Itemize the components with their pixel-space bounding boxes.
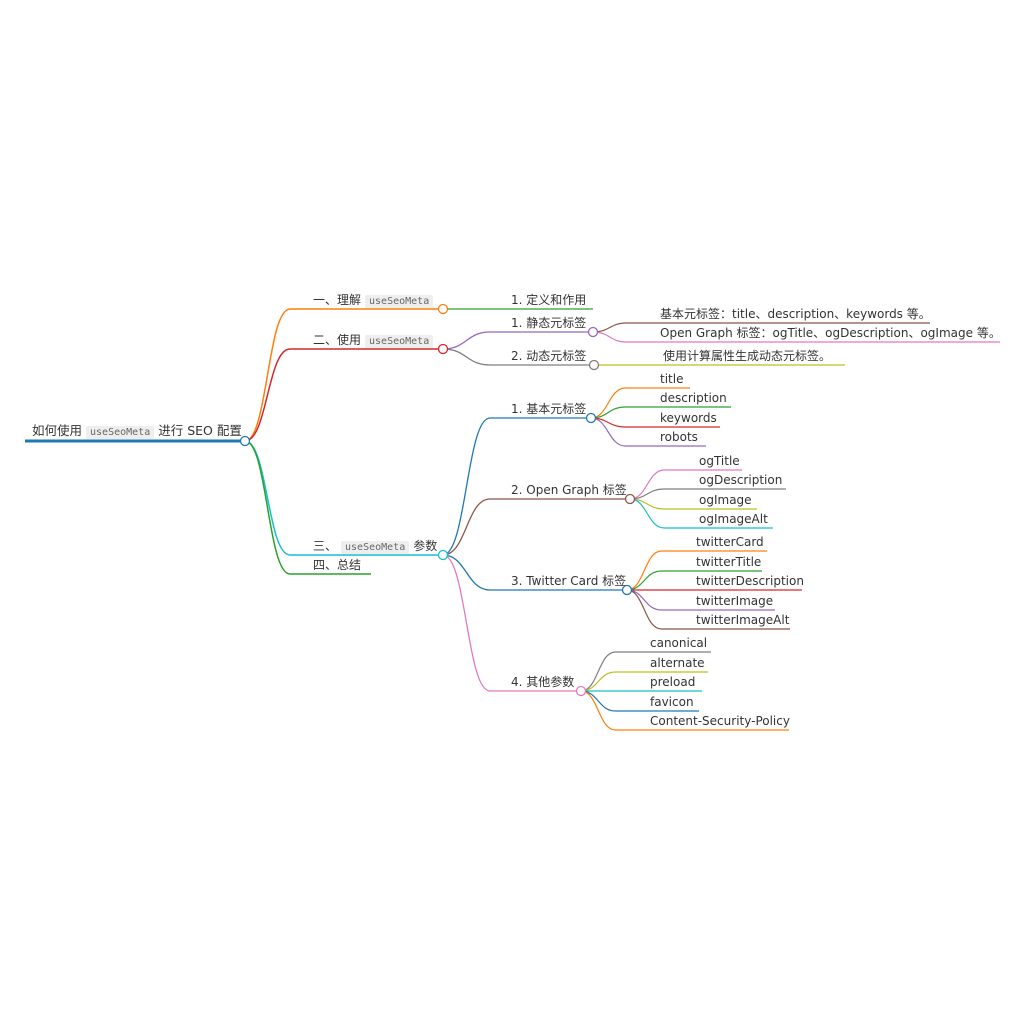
- leaf-node[interactable]: ogTitle: [699, 453, 740, 469]
- node-label: 1. 静态元标签: [511, 316, 587, 330]
- topic-node[interactable]: 2. Open Graph 标签: [511, 482, 627, 498]
- topic-connector: [442, 348, 594, 366]
- node-label: ogTitle: [699, 454, 740, 468]
- node-label: 基本元标签：title、description、keywords 等。: [660, 307, 931, 321]
- node-label: favicon: [650, 695, 694, 709]
- node-label: twitterImage: [696, 594, 774, 608]
- collapse-toggle-icon[interactable]: [437, 549, 449, 561]
- leaf-node[interactable]: alternate: [650, 655, 705, 671]
- node-suffix: 参数: [413, 539, 438, 553]
- topic-node[interactable]: 1. 基本元标签: [511, 401, 586, 417]
- node-code: useSeoMeta: [365, 295, 434, 308]
- leaf-node[interactable]: 使用计算属性生成动态元标签。: [663, 348, 831, 364]
- collapse-toggle-icon[interactable]: [437, 303, 449, 315]
- node-code: useSeoMeta: [365, 335, 434, 348]
- node-label: ogImage: [699, 493, 752, 507]
- leaf-connector: [626, 589, 790, 630]
- section-connector: [244, 308, 443, 442]
- node-label: alternate: [650, 656, 705, 670]
- section-node[interactable]: 四、总结: [313, 557, 361, 573]
- leaf-node[interactable]: twitterTitle: [696, 554, 761, 570]
- collapse-toggle-icon[interactable]: [621, 584, 633, 596]
- node-label: 2. 动态元标签: [511, 349, 587, 363]
- node-label: title: [660, 372, 684, 386]
- node-prefix: 三、: [313, 539, 338, 553]
- node-label: 使用计算属性生成动态元标签。: [663, 349, 832, 363]
- node-label: twitterImageAlt: [696, 613, 790, 627]
- node-label: robots: [660, 430, 698, 444]
- node-label: canonical: [650, 636, 708, 650]
- topic-connector: [442, 417, 591, 556]
- collapse-toggle-icon[interactable]: [437, 343, 449, 355]
- node-label: 3. Twitter Card 标签: [511, 574, 627, 588]
- leaf-node[interactable]: ogImageAlt: [699, 511, 768, 527]
- leaf-connector: [626, 550, 767, 591]
- node-suffix: 进行 SEO 配置: [158, 423, 242, 438]
- leaf-node[interactable]: favicon: [650, 694, 694, 710]
- topic-connector: [442, 331, 593, 350]
- node-code: useSeoMeta: [86, 426, 155, 439]
- leaf-node[interactable]: 基本元标签：title、description、keywords 等。: [660, 306, 931, 322]
- leaf-node[interactable]: twitterImage: [696, 593, 773, 609]
- topic-node[interactable]: 1. 静态元标签: [511, 315, 586, 331]
- leaf-connector: [590, 387, 690, 419]
- topic-node[interactable]: 1. 定义和作用: [511, 292, 586, 308]
- leaf-node[interactable]: description: [660, 390, 727, 406]
- node-prefix: 二、使用: [313, 333, 362, 347]
- node-prefix: 一、理解: [313, 293, 362, 307]
- leaf-node[interactable]: twitterDescription: [696, 573, 804, 589]
- node-label: twitterTitle: [696, 555, 762, 569]
- leaf-node[interactable]: twitterImageAlt: [696, 612, 789, 628]
- node-prefix: 四、总结: [313, 558, 362, 572]
- collapse-toggle-icon[interactable]: [239, 435, 251, 447]
- node-label: twitterDescription: [696, 574, 804, 588]
- collapse-toggle-icon[interactable]: [587, 326, 599, 338]
- node-code: useSeoMeta: [341, 541, 410, 554]
- collapse-toggle-icon[interactable]: [624, 493, 636, 505]
- node-label: 1. 基本元标签: [511, 402, 587, 416]
- node-label: 1. 定义和作用: [511, 293, 587, 307]
- topic-node[interactable]: 4. 其他参数: [511, 674, 574, 690]
- leaf-connector: [580, 690, 789, 731]
- node-prefix: 如何使用: [32, 423, 83, 438]
- leaf-node[interactable]: robots: [660, 429, 698, 445]
- section-connector: [244, 440, 371, 575]
- leaf-node[interactable]: Open Graph 标签：ogTitle、ogDescription、ogIm…: [660, 325, 1001, 341]
- node-label: ogImageAlt: [699, 512, 768, 526]
- leaf-node[interactable]: ogDescription: [699, 472, 782, 488]
- leaf-node[interactable]: preload: [650, 674, 695, 690]
- leaf-node[interactable]: ogImage: [699, 492, 752, 508]
- collapse-toggle-icon[interactable]: [585, 412, 597, 424]
- node-label: Content-Security-Policy: [650, 714, 790, 728]
- leaf-node[interactable]: twitterCard: [696, 534, 764, 550]
- collapse-toggle-icon[interactable]: [575, 685, 587, 697]
- node-label: 4. 其他参数: [511, 675, 575, 689]
- topic-node[interactable]: 2. 动态元标签: [511, 348, 586, 364]
- section-connector: [244, 348, 443, 442]
- collapse-toggle-icon[interactable]: [588, 359, 600, 371]
- topic-connector: [442, 554, 581, 692]
- leaf-node[interactable]: Content-Security-Policy: [650, 713, 790, 729]
- node-label: twitterCard: [696, 535, 764, 549]
- node-label: preload: [650, 675, 696, 689]
- topic-connector: [442, 498, 630, 556]
- topic-connector: [442, 554, 627, 591]
- leaf-connector: [580, 651, 711, 692]
- leaf-node[interactable]: title: [660, 371, 683, 387]
- node-label: description: [660, 391, 727, 405]
- node-label: keywords: [660, 411, 717, 425]
- leaf-node[interactable]: keywords: [660, 410, 717, 426]
- leaf-node[interactable]: canonical: [650, 635, 707, 651]
- node-label: ogDescription: [699, 473, 783, 487]
- node-label: Open Graph 标签：ogTitle、ogDescription、ogIm…: [660, 326, 1001, 340]
- topic-node[interactable]: 3. Twitter Card 标签: [511, 573, 626, 589]
- node-label: 2. Open Graph 标签: [511, 483, 627, 497]
